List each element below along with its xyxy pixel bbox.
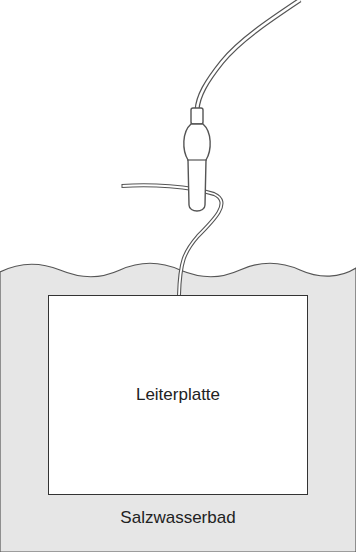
text-holder: Leiterplatte	[49, 296, 307, 494]
probe-cable-core	[197, 0, 300, 110]
probe-divider	[187, 159, 207, 160]
probe-neck	[191, 108, 203, 124]
circuit-board: Leiterplatte	[48, 295, 308, 495]
water-surface	[0, 263, 356, 552]
board-label: Leiterplatte	[136, 385, 220, 405]
probe-cable-outline	[197, 0, 300, 110]
sense-wire-end	[122, 184, 123, 188]
sense-wire-outline	[122, 185, 222, 295]
text-holder: Salzwasserbad	[0, 508, 356, 528]
sense-wire-core	[122, 185, 222, 295]
probe-handle	[184, 124, 210, 211]
bath-label: Salzwasserbad	[120, 508, 235, 528]
salt-water-bath: Salzwasserbad Leiterplatte	[0, 258, 356, 552]
